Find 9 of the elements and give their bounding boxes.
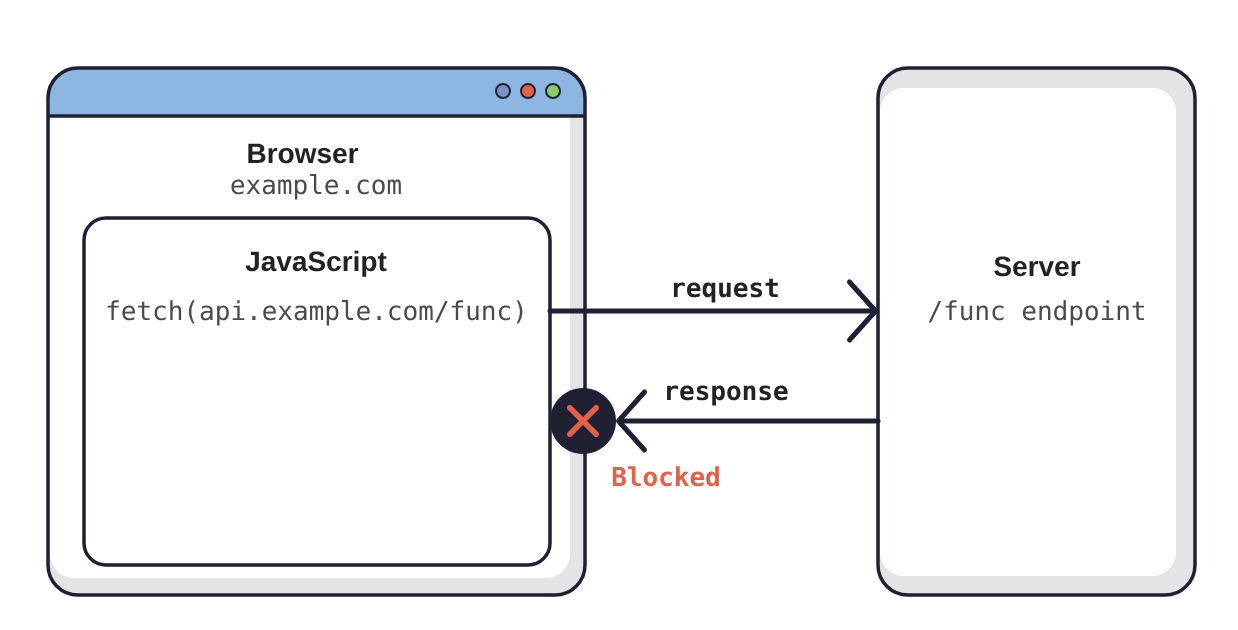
blocked-icon (550, 388, 616, 454)
edge-label: response (661, 383, 791, 408)
arrow (547, 279, 878, 343)
browser-window: Browser example.com JavaScript fetch(api.example.com/func) (46, 66, 587, 597)
status-label: Blocked (612, 466, 719, 487)
edge-label: request (668, 276, 782, 305)
server-box: Server /func endpoint (876, 66, 1197, 597)
arrow (616, 389, 881, 453)
script-panel: JavaScript fetch(api.example.com/func) (82, 216, 552, 567)
